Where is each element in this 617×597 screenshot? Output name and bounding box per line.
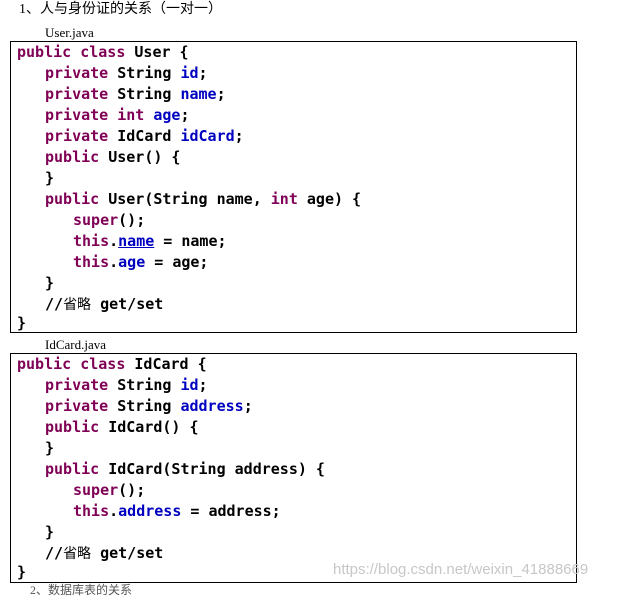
code-line: public IdCard(String address) { — [45, 460, 325, 478]
code-line: private int age; — [45, 106, 190, 124]
code-line: private String name; — [45, 85, 226, 103]
code-line: public class User { — [17, 43, 189, 61]
idcard-file-label: IdCard.java — [45, 337, 107, 352]
user-file-label: User.java — [45, 25, 94, 40]
next-section-heading-partial: 2、数据库表的关系 — [30, 583, 133, 597]
code-line: this.address = address; — [73, 502, 281, 520]
user-code-block: public class User { private String id; p… — [10, 41, 577, 333]
code-line: public User(String name, int age) { — [45, 190, 362, 208]
watermark: https://blog.csdn.net/weixin_41888669 — [333, 561, 589, 578]
code-comment: //省略 get/set — [45, 544, 164, 562]
code-line: private String id; — [45, 376, 208, 394]
section-heading: 1、人与身份证的关系（一对一） — [19, 2, 222, 17]
code-line: } — [45, 439, 55, 457]
code-line: public IdCard() { — [45, 418, 199, 436]
code-line: } — [45, 169, 55, 187]
code-line: private String address; — [45, 397, 253, 415]
code-line: private String id; — [45, 64, 208, 82]
code-line: this.age = age; — [73, 253, 209, 271]
code-line: } — [17, 563, 27, 581]
code-line: } — [45, 274, 55, 292]
code-comment: //省略 get/set — [45, 295, 164, 313]
code-line: public User() { — [45, 148, 181, 166]
code-line: this.name = name; — [73, 232, 227, 250]
code-line: } — [17, 314, 27, 332]
code-line: super(); — [73, 211, 146, 229]
code-line: private IdCard idCard; — [45, 127, 244, 145]
code-line: public class IdCard { — [17, 355, 207, 373]
code-line: super(); — [73, 481, 146, 499]
idcard-code-block: public class IdCard { private String id;… — [10, 353, 577, 583]
code-line: } — [45, 523, 55, 541]
